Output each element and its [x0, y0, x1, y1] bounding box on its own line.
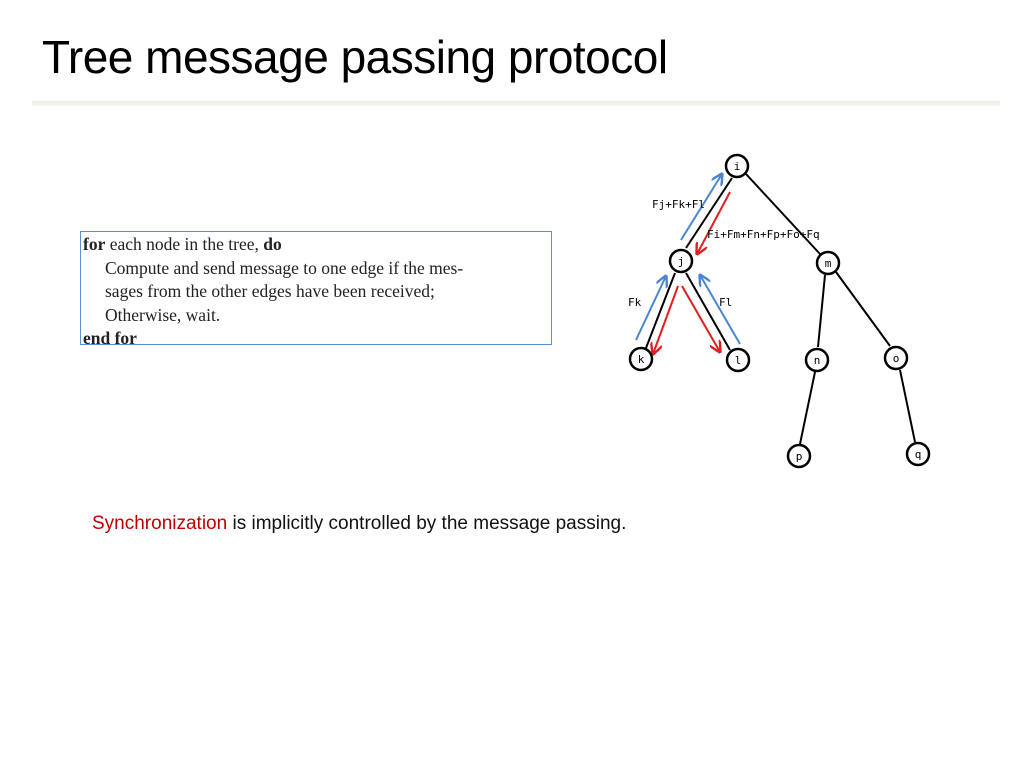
node-n: n	[804, 347, 830, 373]
keyword-for: for	[83, 234, 106, 254]
algorithm-line-3: sages from the other edges have been rec…	[105, 281, 435, 301]
edge-i-m	[745, 173, 821, 255]
algorithm-line-2: Compute and send message to one edge if …	[105, 257, 464, 278]
node-m: m	[815, 250, 841, 276]
arrow-down-j-to-l	[681, 285, 720, 352]
node-l-label: l	[735, 354, 742, 367]
node-i-label: i	[734, 160, 741, 173]
arrow-up-j-to-i	[680, 174, 722, 241]
keyword-end-for: end for	[83, 328, 137, 348]
algorithm-box: for each node in the tree, do Compute an…	[80, 231, 552, 348]
edge-j-l	[685, 272, 731, 351]
edge-n-p	[799, 371, 816, 445]
arrow-down-i-to-j	[697, 191, 731, 254]
arrow-up-k-to-j	[635, 276, 666, 341]
title-divider	[32, 101, 1000, 106]
node-q: q	[905, 441, 931, 467]
message-arrows	[635, 174, 741, 354]
node-n-label: n	[814, 354, 821, 367]
node-m-label: m	[825, 257, 832, 270]
label-up-i: Fj+Fk+Fl	[652, 198, 705, 211]
node-i: i	[724, 153, 750, 179]
edge-o-q	[899, 369, 916, 443]
node-j-label: j	[678, 255, 685, 268]
label-down-j: Fi+Fm+Fn+Fp+Fo+Fq	[707, 228, 820, 241]
caption: Synchronization is implicitly controlled…	[92, 513, 626, 535]
arrow-up-l-to-j	[700, 275, 741, 345]
node-l: l	[725, 347, 751, 373]
edge-m-o	[835, 271, 891, 347]
algorithm-line-4: Otherwise, wait.	[105, 304, 221, 325]
node-o-label: o	[893, 352, 900, 365]
node-p: p	[786, 443, 812, 469]
caption-text: is implicitly controlled by the message …	[227, 513, 627, 534]
tree-nodes: i j m k l n o p	[628, 153, 931, 469]
caption-highlight: Synchronization	[92, 513, 228, 534]
label-up-k: Fk	[628, 296, 642, 309]
keyword-do: do	[263, 234, 282, 254]
algorithm-line-1-text: each node in the tree,	[105, 234, 264, 254]
node-k-label: k	[638, 353, 645, 366]
message-labels: Fj+Fk+Fl Fi+Fm+Fn+Fp+Fo+Fq Fk Fl	[628, 198, 820, 309]
node-j: j	[668, 248, 694, 274]
node-p-label: p	[796, 450, 803, 463]
node-o: o	[883, 345, 909, 371]
slide-title: Tree message passing protocol	[42, 31, 668, 83]
tree-edges	[645, 173, 916, 445]
edge-m-n	[817, 274, 826, 348]
edge-i-j	[685, 177, 733, 249]
node-k: k	[628, 346, 654, 372]
edge-j-k	[645, 272, 676, 349]
node-q-label: q	[915, 448, 922, 461]
label-up-l: Fl	[719, 296, 732, 309]
algorithm-line-1: for each node in the tree, do	[83, 233, 551, 257]
tree-diagram: Fj+Fk+Fl Fi+Fm+Fn+Fp+Fo+Fq Fk Fl i j m k…	[628, 153, 931, 469]
arrow-down-j-to-k	[653, 285, 679, 354]
